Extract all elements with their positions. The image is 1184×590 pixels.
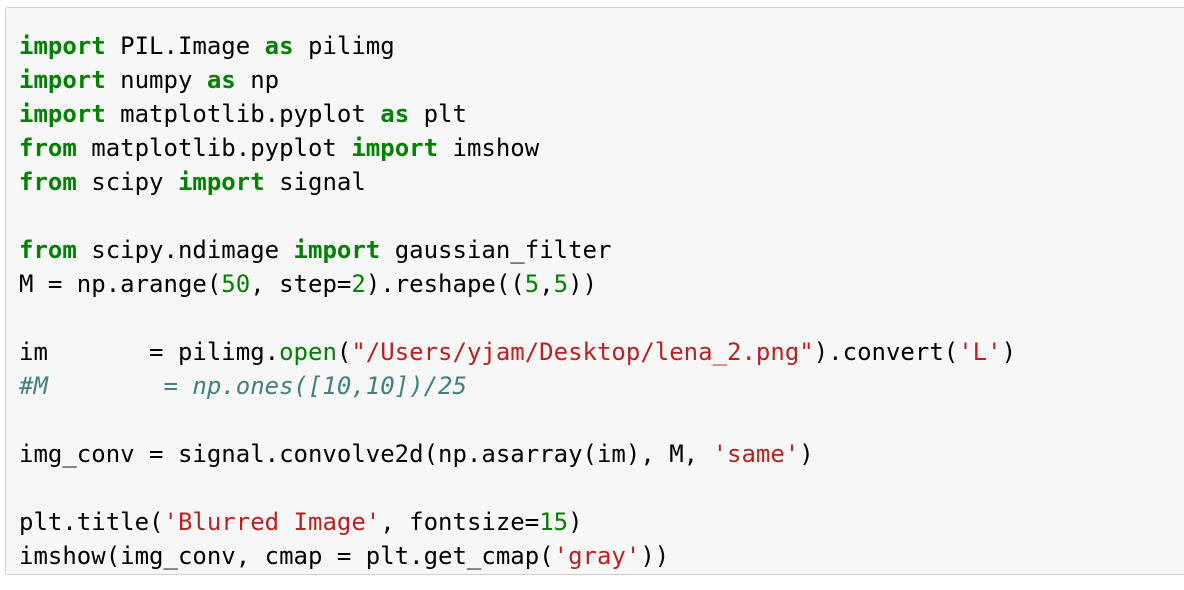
- keyword-token: import: [351, 134, 439, 162]
- code-line: [19, 403, 1016, 437]
- keyword-token: import: [19, 66, 106, 94]
- keyword-token: import: [19, 32, 106, 60]
- code-token: signal: [264, 168, 366, 196]
- code-token: pilimg: [293, 32, 395, 60]
- code-token: ).convert(: [813, 338, 959, 366]
- string-token: 'Blurred Image': [163, 508, 381, 536]
- code-token: img_conv = signal.convolve2d(np.asarray(…: [19, 440, 713, 468]
- code-line: [19, 471, 1016, 505]
- code-token: ): [799, 440, 814, 468]
- code-line: import matplotlib.pyplot as plt: [19, 97, 1016, 131]
- code-line: img_conv = signal.convolve2d(np.asarray(…: [19, 437, 1016, 471]
- code-line: from matplotlib.pyplot import imshow: [19, 131, 1016, 165]
- code-line: M = np.arange(50, step=2).reshape((5,5)): [19, 267, 1016, 301]
- code-line: import numpy as np: [19, 63, 1016, 97]
- code-token: )): [640, 542, 670, 570]
- keyword-token: from: [19, 168, 77, 196]
- string-token: 'gray': [553, 542, 641, 570]
- number-token: 2: [351, 270, 366, 298]
- keyword-token: import: [177, 168, 265, 196]
- number-token: 5: [553, 270, 569, 298]
- code-token: M = np.arange(: [19, 270, 222, 298]
- number-token: 5: [524, 270, 540, 298]
- code-line: import PIL.Image as pilimg: [19, 29, 1016, 63]
- code-line: from scipy.ndimage import gaussian_filte…: [19, 233, 1016, 267]
- keyword-token: as: [380, 100, 410, 128]
- code-token: (: [336, 338, 352, 366]
- keyword-token: as: [264, 32, 294, 60]
- keyword-token: import: [19, 100, 106, 128]
- code-token: , step=: [250, 270, 352, 298]
- keyword-token: from: [19, 236, 77, 264]
- comment-token: #M = np.ones([10,10])/25: [19, 372, 467, 400]
- code-token: np: [235, 66, 280, 94]
- code-token: matplotlib.pyplot: [76, 134, 352, 162]
- number-token: 50: [221, 270, 251, 298]
- string-token: 'same': [712, 440, 800, 468]
- code-token: )): [568, 270, 598, 298]
- code-token: ).reshape((: [365, 270, 525, 298]
- code-token: scipy: [76, 168, 178, 196]
- code-token: imshow(img_conv, cmap = plt.get_cmap(: [19, 542, 554, 570]
- keyword-token: as: [206, 66, 236, 94]
- code-line: from scipy import signal: [19, 165, 1016, 199]
- keyword-token: import: [293, 236, 381, 264]
- code-token: plt.title(: [19, 508, 164, 536]
- keyword-token: from: [19, 134, 77, 162]
- code-token: im = pilimg.: [19, 338, 280, 366]
- code-line: imshow(img_conv, cmap = plt.get_cmap('gr…: [19, 539, 1016, 573]
- code-token: , fontsize=: [380, 508, 540, 536]
- code-token: matplotlib.pyplot: [105, 100, 381, 128]
- code-token: PIL.Image: [105, 32, 265, 60]
- code-token: scipy.ndimage: [76, 236, 294, 264]
- code-token: numpy: [105, 66, 207, 94]
- code-token: ,: [539, 270, 554, 298]
- code-token: gaussian_filter: [380, 236, 612, 264]
- code-line: im = pilimg.open("/Users/yjam/Desktop/le…: [19, 335, 1016, 369]
- code-line: [19, 301, 1016, 335]
- code-token: plt: [409, 100, 467, 128]
- builtin-token: open: [279, 338, 337, 366]
- code-token: imshow: [438, 134, 540, 162]
- number-token: 15: [539, 508, 569, 536]
- string-token: "/Users/yjam/Desktop/lena_2.png": [351, 338, 814, 366]
- string-token: 'L': [958, 338, 1002, 366]
- code-token: ): [1001, 338, 1017, 366]
- code-line: plt.title('Blurred Image', fontsize=15): [19, 505, 1016, 539]
- code-token: ): [568, 508, 583, 536]
- code-line: [19, 199, 1016, 233]
- code-line: #M = np.ones([10,10])/25: [19, 369, 1016, 403]
